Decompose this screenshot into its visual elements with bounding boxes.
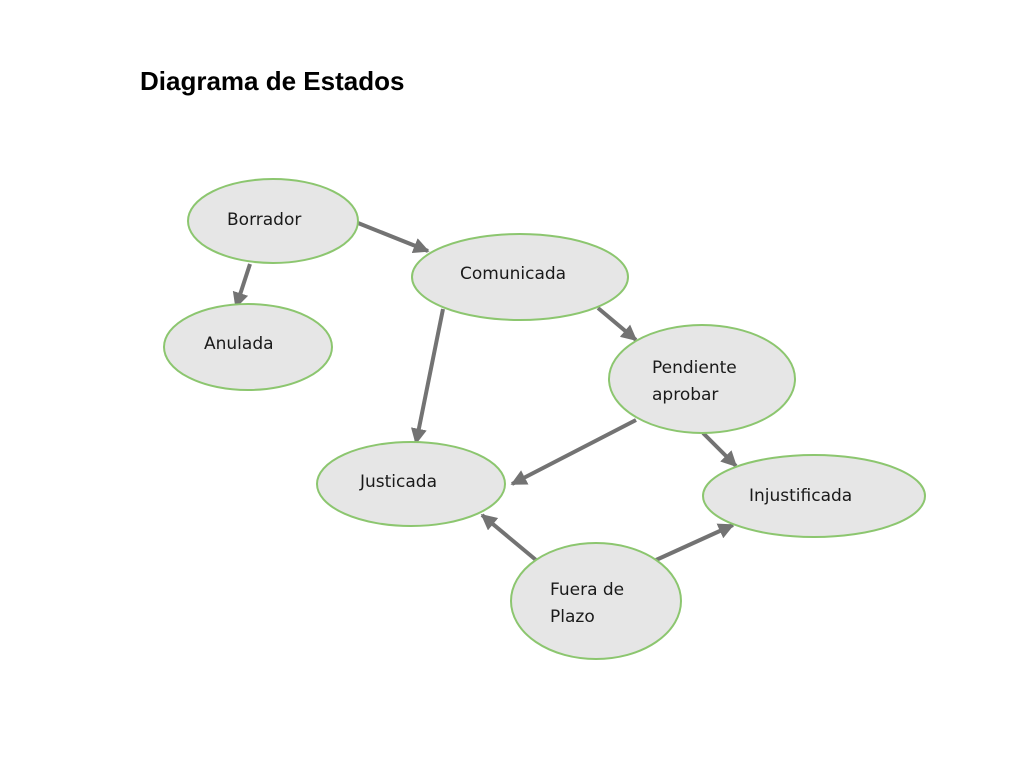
arrow-fuera-justicada	[480, 513, 538, 562]
state-label-injustificada: Injustificada	[749, 486, 852, 506]
state-ellipse-fuera	[510, 542, 682, 660]
state-label-borrador: Borrador	[227, 210, 301, 230]
state-ellipse-injustificada	[702, 454, 926, 538]
arrow-comunicada-justicada	[411, 308, 445, 445]
edges-layer	[232, 221, 738, 562]
state-label-fuera: Plazo	[550, 607, 595, 627]
state-ellipse-borrador	[187, 178, 359, 264]
state-label-pendiente: Pendiente	[652, 358, 737, 378]
arrow-pendiente-injustificada	[701, 431, 738, 468]
arrow-borrador-comunicada	[357, 221, 430, 254]
arrow-pendiente-justicada	[510, 418, 637, 486]
state-label-anulada: Anulada	[204, 334, 274, 354]
state-label-fuera: Fuera de	[550, 580, 624, 600]
state-node-borrador: Borrador	[187, 178, 359, 264]
arrow-comunicada-pendiente	[596, 306, 638, 342]
state-ellipse-pendiente	[608, 324, 796, 434]
state-node-pendiente: Pendiente aprobar	[608, 324, 796, 434]
state-label-comunicada: Comunicada	[460, 264, 566, 284]
state-node-injustificada: Injustificada	[702, 454, 926, 538]
state-ellipse-anulada	[163, 303, 333, 391]
state-node-fuera: Fuera de Plazo	[510, 542, 682, 660]
state-ellipse-justicada	[316, 441, 506, 527]
state-ellipse-comunicada	[411, 233, 629, 321]
state-label-justicada: Justicada	[359, 472, 437, 492]
state-node-anulada: Anulada	[163, 303, 333, 391]
arrow-fuera-injustificada	[655, 523, 735, 562]
page-title: Diagrama de Estados	[140, 66, 405, 96]
state-node-comunicada: Comunicada	[411, 233, 629, 321]
state-label-pendiente: aprobar	[652, 385, 718, 405]
arrow-borrador-anulada	[232, 263, 252, 309]
state-node-justicada: Justicada	[316, 441, 506, 527]
